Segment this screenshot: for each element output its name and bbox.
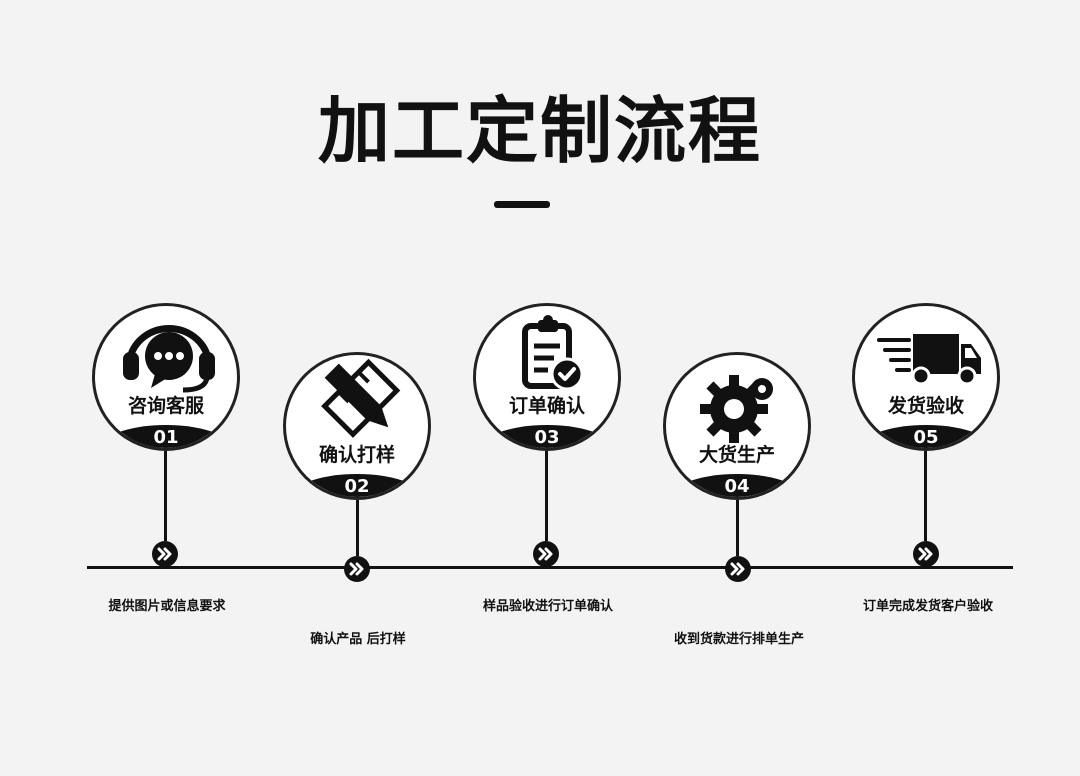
step-5-number: 05 [913, 427, 939, 448]
step-2-label: 确认打样 [318, 444, 395, 466]
step-5-node-icon [913, 541, 939, 567]
step-3-node-icon [533, 541, 559, 567]
step-4-node-icon [725, 556, 751, 582]
step-1-circle: 咨询客服 01 [92, 303, 240, 451]
step-1-connector [164, 451, 167, 541]
step-4-circle: 大货生产 04 [663, 352, 811, 500]
step-3-label: 订单确认 [508, 395, 585, 417]
step-2-circle: 确认打样 02 [283, 352, 431, 500]
step-4-connector [736, 500, 739, 556]
step-2-description: 确认产品 后打样 [310, 632, 406, 647]
pencil-ruler-icon [321, 358, 401, 438]
step-1-number-band [95, 425, 237, 448]
step-2-number: 02 [344, 476, 370, 497]
step-3-number-band [476, 425, 618, 448]
step-3-number: 03 [534, 427, 560, 448]
step-2-number-band [286, 474, 428, 497]
step-3-description: 样品验收进行订单确认 [482, 599, 613, 614]
clipboard-check-icon [522, 315, 584, 391]
timeline-line [87, 566, 1013, 569]
step-1-description: 提供图片或信息要求 [108, 599, 226, 614]
step-5-label: 发货验收 [887, 395, 964, 417]
step-5-number-band [855, 425, 997, 448]
step-3-connector [545, 451, 548, 541]
step-1-node-icon [152, 541, 178, 567]
delivery-truck-icon [877, 334, 981, 386]
step-5-circle: 发货验收 05 [852, 303, 1000, 451]
gears-icon [700, 375, 773, 443]
headset-chat-icon [123, 325, 215, 393]
step-4-number: 04 [724, 476, 750, 497]
step-4-description: 收到货款进行排单生产 [673, 632, 804, 647]
step-3-circle: 订单确认 03 [473, 303, 621, 451]
step-2-connector [356, 500, 359, 556]
step-5-description: 订单完成发货客户验收 [862, 599, 993, 614]
step-5-connector [924, 451, 927, 541]
step-4-number-band [666, 474, 808, 497]
step-4-label: 大货生产 [698, 444, 775, 466]
step-1-label: 咨询客服 [127, 395, 204, 417]
title-underline [494, 201, 550, 208]
step-2-node-icon [344, 556, 370, 582]
page-title: 加工定制流程 [317, 89, 762, 173]
step-1-number: 01 [153, 427, 179, 448]
